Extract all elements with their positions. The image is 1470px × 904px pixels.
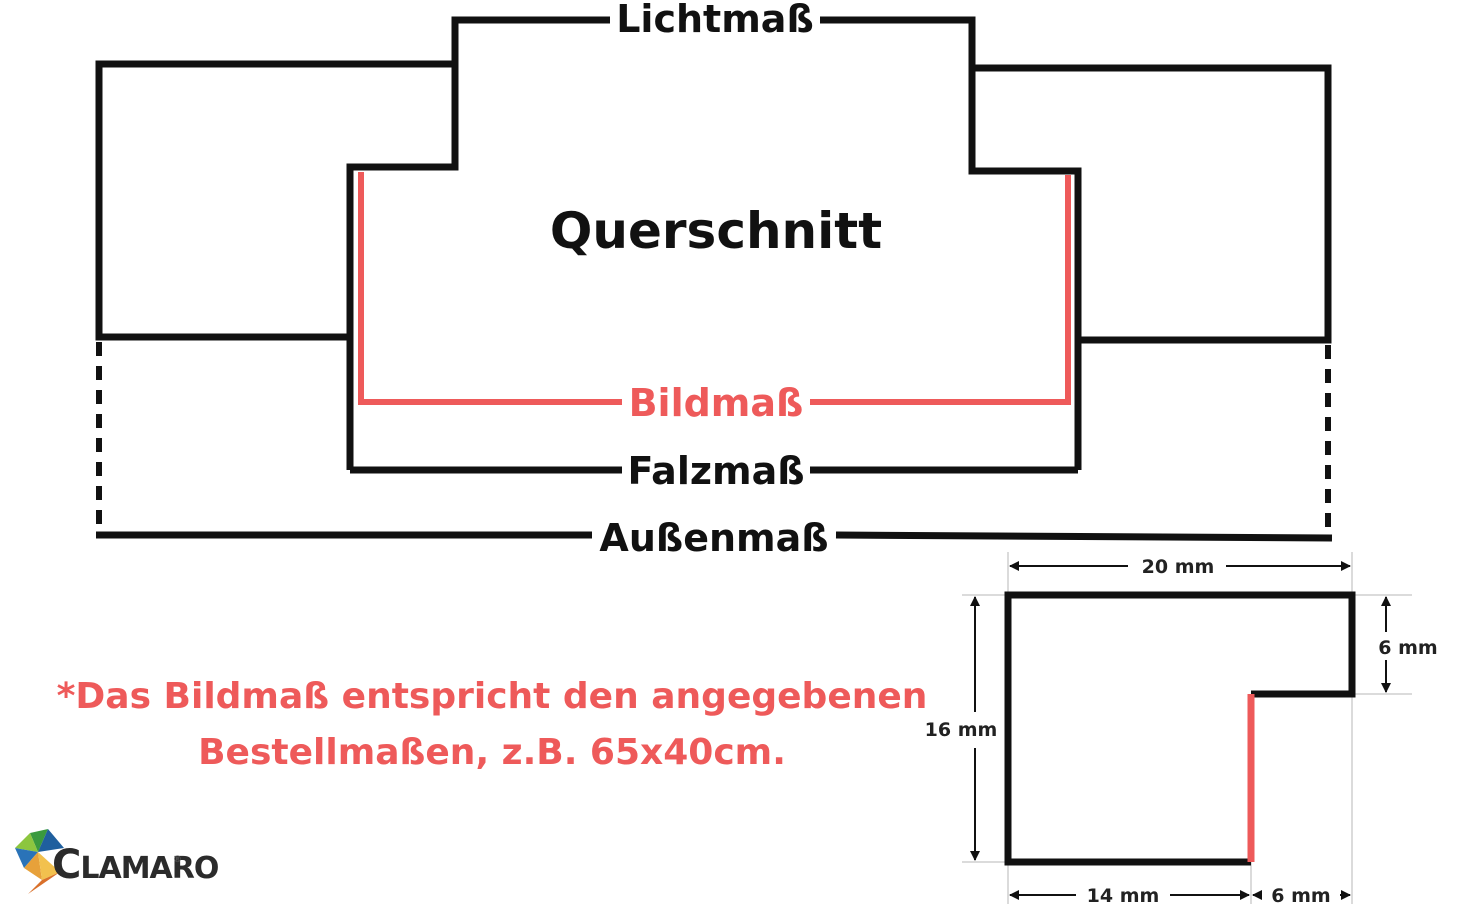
left-frame-outline — [95, 60, 455, 341]
profile-rebate-label: 6 mm — [1271, 885, 1330, 904]
diagram-title: Querschnitt — [550, 202, 882, 260]
bildmass-line-right — [810, 175, 1071, 405]
clamaro-logo: CLAMARO ® — [15, 829, 219, 894]
profile-inner-label: 14 mm — [1087, 885, 1160, 904]
center-step-outline — [346, 16, 610, 470]
bildmass-label: Bildmaß — [629, 381, 804, 425]
note-line-2: Bestellmaßen, z.B. 65x40cm. — [198, 732, 786, 773]
cross-section — [95, 16, 1333, 542]
extension-lines — [96, 342, 1331, 535]
logo-wordmark: CLAMARO — [52, 842, 218, 888]
center-step-outline-right — [820, 16, 1082, 470]
profile-width-label: 20 mm — [1142, 556, 1215, 578]
profile-lip-label: 6 mm — [1378, 637, 1437, 659]
profile-dimension-arrows — [970, 561, 1391, 900]
logo-mark-icon — [15, 829, 64, 894]
note-line-1: *Das Bildmaß entspricht den angegebenen — [57, 676, 928, 717]
right-frame-outline — [972, 64, 1332, 344]
profile-detail: 20 mm 16 mm 6 mm 14 mm 6 mm — [925, 552, 1438, 904]
aussenmass-line-right — [835, 531, 1333, 542]
logo-registered-mark: ® — [173, 855, 182, 865]
falzmass-label: Falzmaß — [627, 449, 804, 493]
profile-guide-lines — [962, 552, 1412, 904]
profile-outline — [1004, 591, 1356, 866]
profile-height-label: 16 mm — [925, 719, 998, 741]
lichtmass-label: Lichtmaß — [616, 0, 814, 41]
bildmass-outline — [358, 172, 1071, 405]
bildmass-line-left — [358, 172, 622, 405]
aussenmass-label: Außenmaß — [599, 516, 828, 560]
